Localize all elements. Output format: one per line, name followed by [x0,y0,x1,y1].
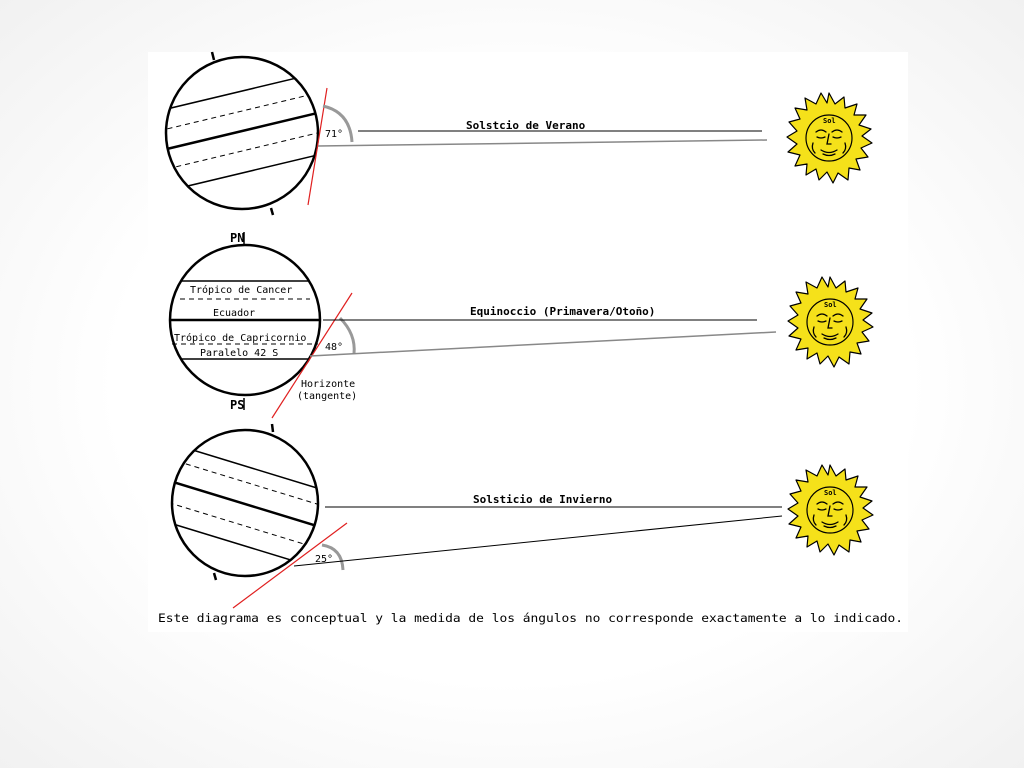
sun-icon-summer: Sol [786,92,873,184]
equinox-earth [168,243,322,397]
winter-earth [170,423,320,581]
winter-ray-bottom [293,515,783,567]
summer-panel: 71° Solstcio de Verano Sol [164,51,873,216]
sun-icon-equinox: Sol [787,276,874,368]
winter-title: Solsticio de Invierno [473,493,612,506]
parallel-42s-label: Paralelo 42 S [200,348,278,359]
summer-ray-bottom [317,139,768,147]
summer-title: Solstcio de Verano [466,119,586,132]
winter-panel: 25° Solsticio de Invierno Sol [170,423,874,609]
summer-angle-arc [322,104,354,143]
footnote: Este diagrama es conceptual y la medida … [158,611,903,625]
winter-angle-arc [321,543,345,571]
tropic-cancer-label: Trópico de Cancer [190,284,292,296]
winter-angle-label: 25° [315,554,333,565]
horizon-label-line2: (tangente) [297,391,357,402]
equinox-angle-label: 48° [325,342,343,353]
equinox-ray-bottom [309,331,777,357]
equinox-panel: PN PS Trópico de Cancer Ecuador Trópico … [168,231,874,419]
summer-angle-label: 71° [325,129,343,140]
tropic-capricorn-label: Trópico de Capricornio [174,332,306,344]
svg-text:Sol: Sol [824,489,837,497]
svg-text:Sol: Sol [823,117,836,125]
north-pole-label: PN [230,231,244,245]
sun-icon-winter: Sol [787,464,874,556]
horizon-label-line1: Horizonte [301,379,355,390]
south-pole-label: PS [230,398,244,412]
summer-earth [164,51,320,216]
equinox-title: Equinoccio (Primavera/Otoño) [470,305,655,318]
svg-text:Sol: Sol [824,301,837,309]
winter-tangent [232,522,348,609]
equator-label: Ecuador [213,308,255,319]
equinox-angle-arc [338,316,356,355]
